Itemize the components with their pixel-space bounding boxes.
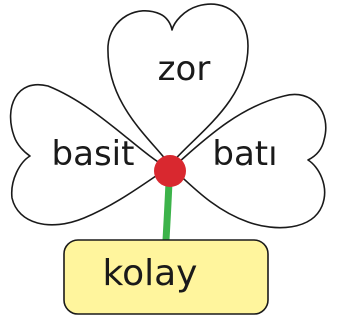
- flower-center-dot: [154, 155, 186, 187]
- petal-right: [171, 93, 327, 229]
- petal-left: [9, 83, 169, 226]
- petal-top-word: zor: [158, 49, 211, 89]
- pot-box: [63, 239, 269, 315]
- pot-word: kolay: [103, 253, 198, 294]
- petal-left-word: basit: [52, 134, 135, 174]
- petal-top: [107, 3, 249, 166]
- flower-stem: [162, 178, 173, 244]
- petal-right-word: batı: [212, 134, 277, 174]
